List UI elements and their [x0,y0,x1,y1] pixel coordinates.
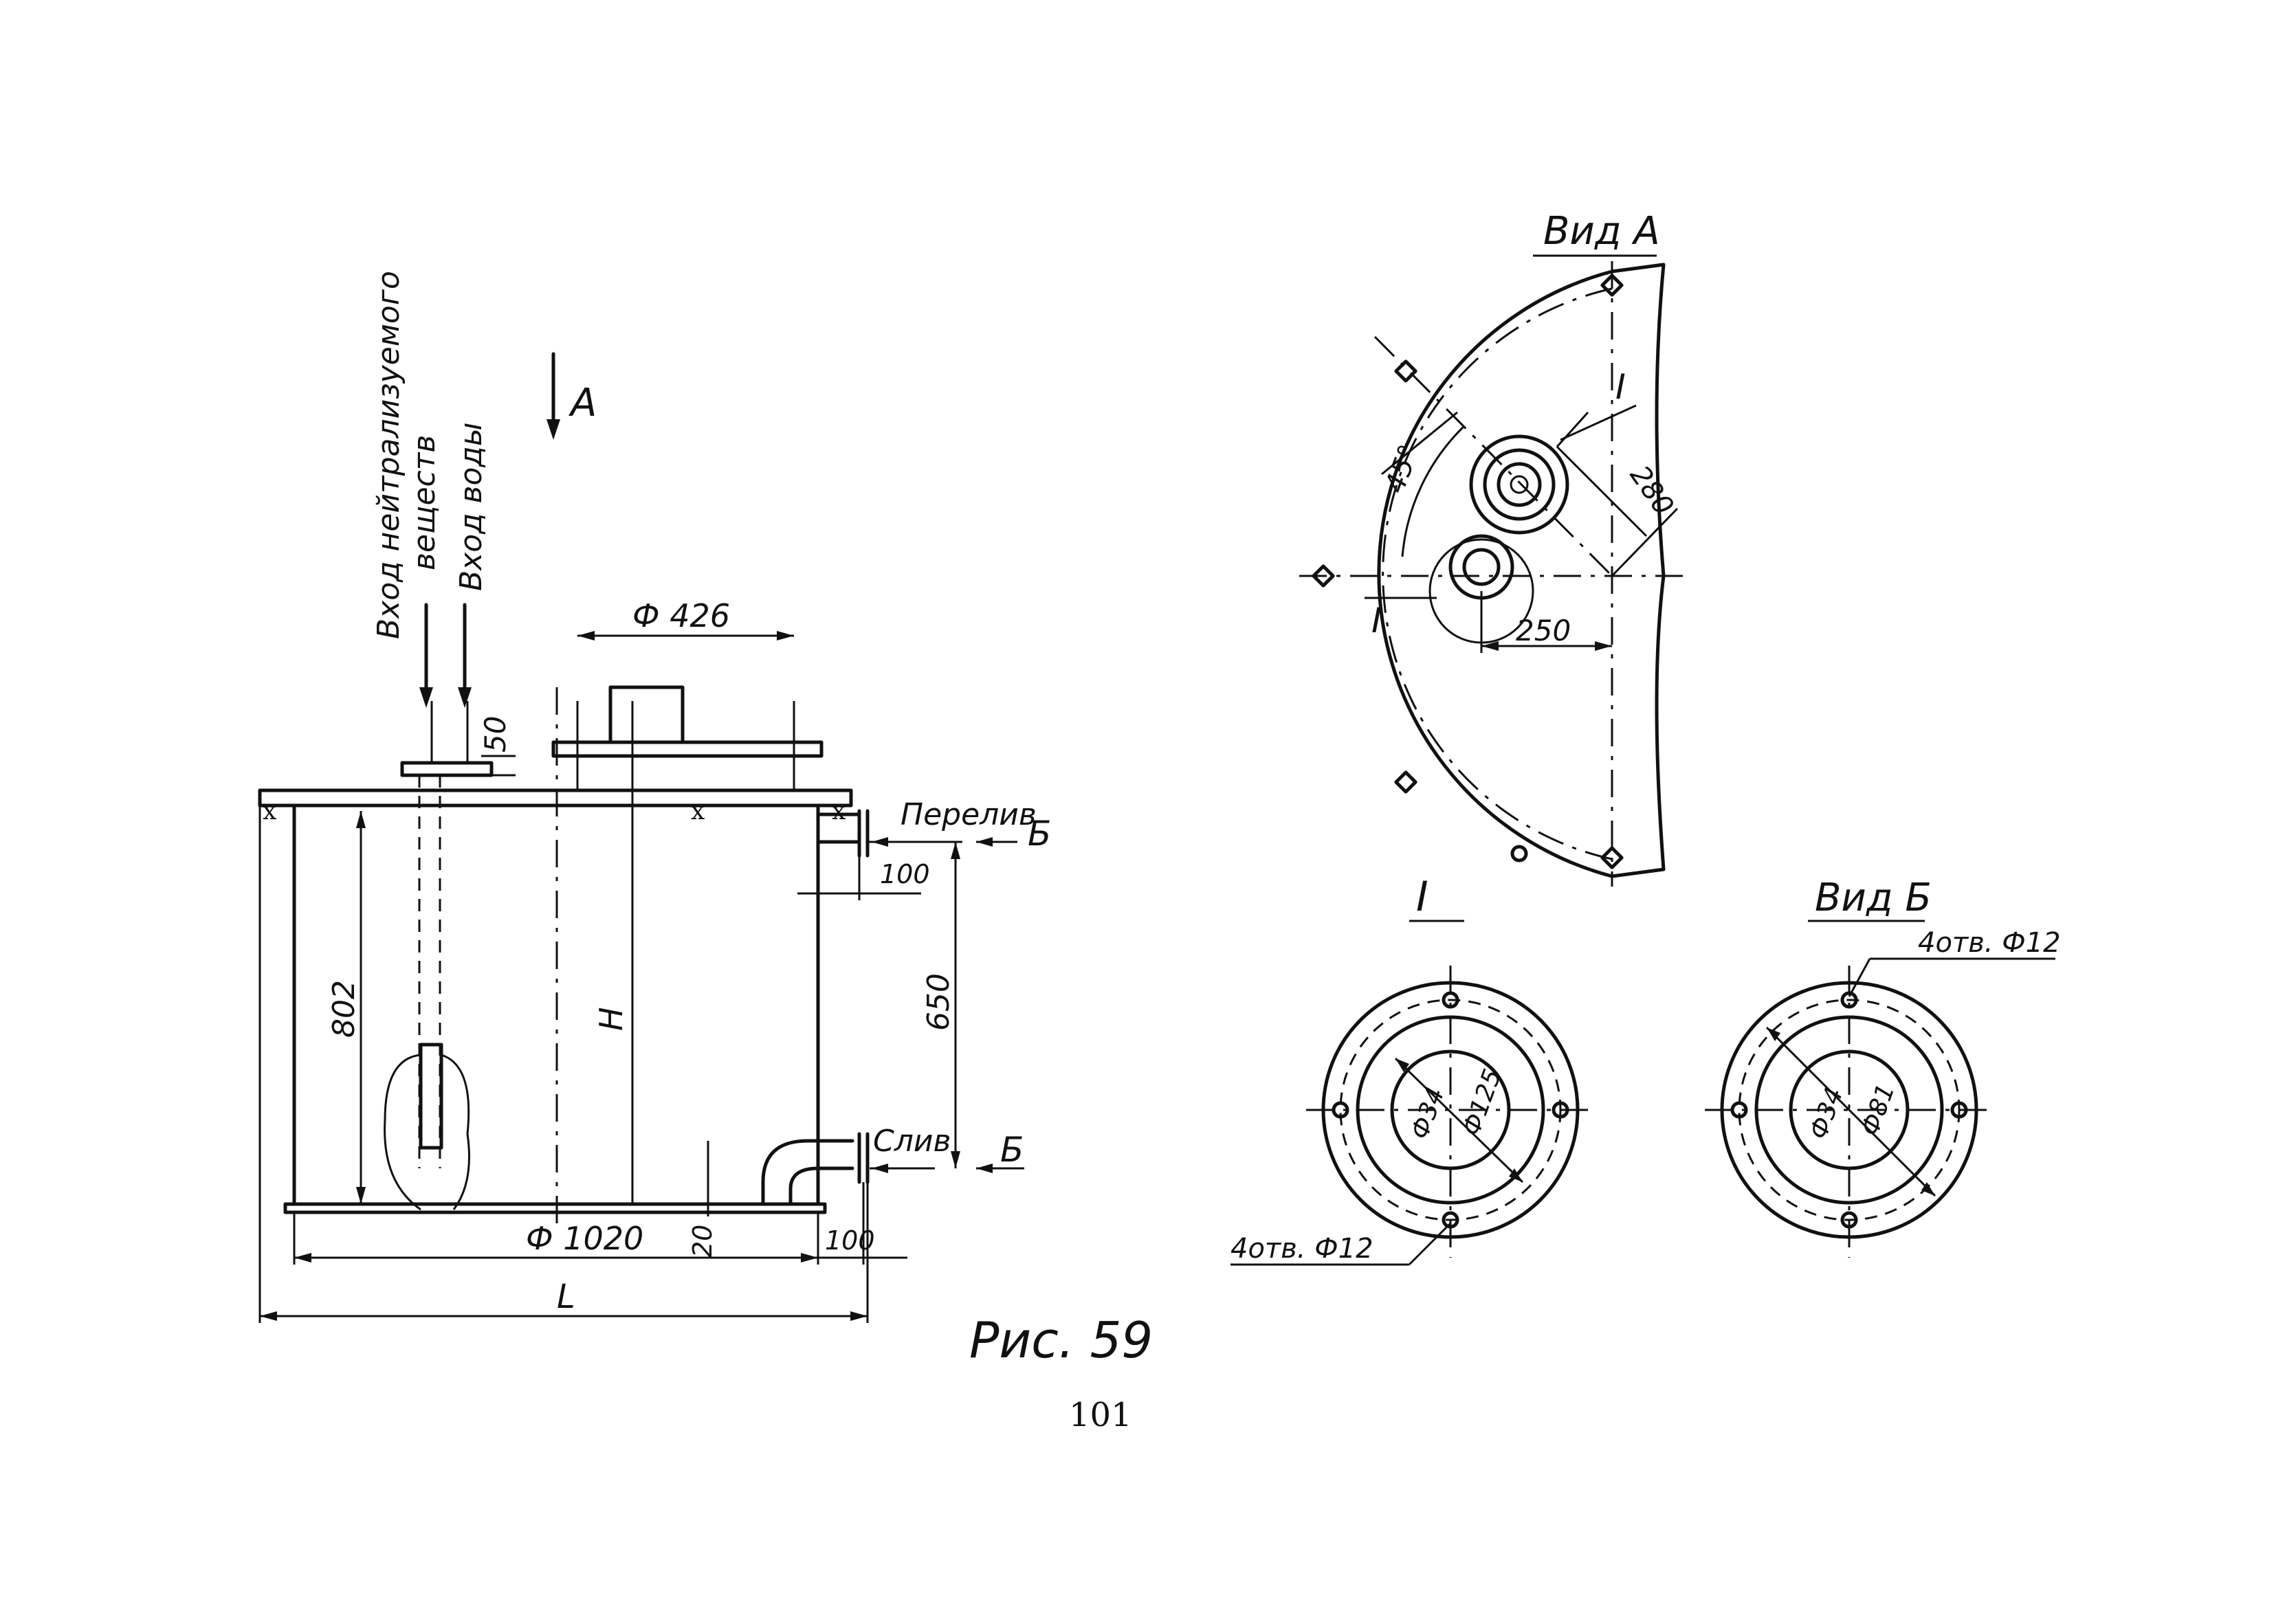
figure-caption: Рис. 59 [969,1311,1153,1369]
dim-100-top: 100 [797,856,930,900]
detail-i: I Ф34 Ф125 4отв. Ф12 [1230,873,1595,1266]
view-a-arrow-label: А [568,381,597,425]
svg-text:I: I [1371,601,1382,641]
svg-text:Б: Б [1028,814,1051,854]
svg-text:x: x [691,797,705,825]
svg-text:Вид А: Вид А [1543,209,1660,254]
dim-100-bottom: 100 [818,1182,907,1265]
dim-650: 650 [866,841,962,1168]
svg-text:45°: 45° [1379,441,1425,497]
svg-text:Слив: Слив [873,1124,951,1159]
dim-1020: Ф 1020 [293,1212,819,1265]
dim-L: L [258,805,869,1323]
tank-front-view: x x x [258,685,870,1230]
svg-text:Ф 426: Ф 426 [632,597,730,634]
dim-H: H [593,1007,630,1031]
dim-50: 50 [478,716,512,753]
svg-text:100: 100 [880,859,930,889]
inlet-arrows [419,352,560,708]
svg-text:Вид Б: Вид Б [1815,876,1932,920]
dim-802: 802 [327,811,366,1204]
svg-text:100: 100 [825,1225,875,1256]
view-b: Вид Б Ф34 Ф81 4отв. Ф12 [1705,876,2061,1258]
svg-text:Ф34: Ф34 [1406,1084,1450,1143]
svg-text:Ф125: Ф125 [1457,1065,1508,1139]
svg-text:4отв. Ф12: 4отв. Ф12 [1918,927,2061,959]
view-a-outline [1377,263,1666,878]
svg-text:802: 802 [327,980,362,1038]
svg-text:I: I [1615,367,1626,407]
drain-elbow [761,1139,854,1206]
dim-20: 20 [687,1225,718,1258]
svg-text:650: 650 [921,973,956,1031]
page-number: 101 [1069,1396,1132,1434]
svg-text:x: x [263,797,276,825]
svg-text:4отв. Ф12: 4отв. Ф12 [1230,1233,1373,1265]
view-a: Вид А 280 45° [1299,209,1691,887]
svg-text:250: 250 [1516,614,1571,647]
svg-text:L: L [557,1278,575,1316]
inlet-neutralized-label: Вход нейтрализуемого [371,271,406,639]
inlet-neutralized-label-2: веществ [407,435,442,570]
svg-text:280: 280 [1624,460,1679,521]
inlet-flange [400,761,494,777]
svg-text:Ф81: Ф81 [1856,1080,1901,1139]
svg-text:x: x [832,797,846,825]
svg-text:Перелив: Перелив [901,797,1037,832]
svg-text:Ф 1020: Ф 1020 [526,1220,643,1257]
dim-426: Ф 426 [577,597,794,641]
overflow-callout: Перелив Б [870,797,1051,854]
inlet-water-label: Вход воды [454,422,489,591]
svg-text:Б: Б [1000,1130,1024,1170]
tank-lid [258,788,853,808]
svg-text:Ф34: Ф34 [1804,1084,1849,1143]
svg-text:I: I [1416,873,1428,921]
manhole-flange [551,740,824,758]
drain-callout: Слив Б [870,1124,1024,1173]
tank-bottom [283,1202,827,1214]
